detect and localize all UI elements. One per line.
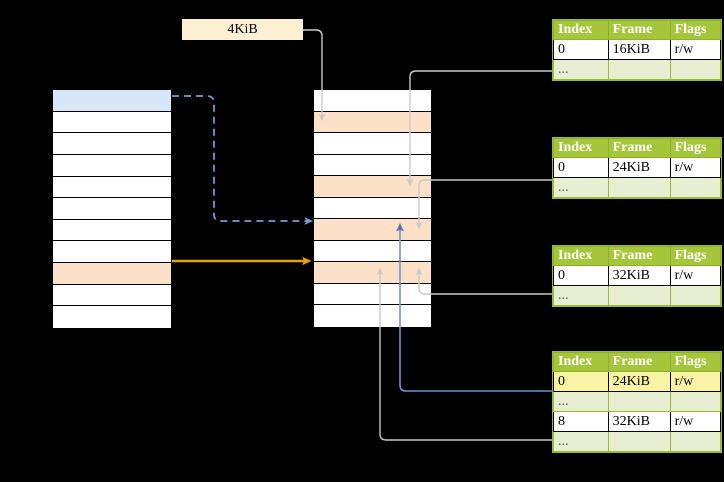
frame-column-row <box>314 154 431 177</box>
cell-flags: r/w <box>669 411 722 432</box>
frame-column-row <box>314 176 431 198</box>
cell-frame: 24KiB <box>607 371 671 392</box>
frame-column-row <box>314 262 431 284</box>
cell-flags <box>669 285 722 306</box>
column-header-index: Index <box>553 20 609 40</box>
cell-flags: r/w <box>669 265 722 286</box>
cell-index: 0 <box>553 265 609 286</box>
wire-pt3-to-frame <box>415 267 552 295</box>
cell-index: ... <box>553 59 609 80</box>
cell-frame <box>607 391 671 412</box>
frame-column-row <box>314 283 431 306</box>
table-row-ellipsis: ... <box>553 285 722 306</box>
table-row-ellipsis: ... <box>553 431 722 452</box>
wire-pt2-to-frame <box>415 179 552 230</box>
cell-flags <box>669 59 722 80</box>
column-header-flags: Flags <box>669 246 722 266</box>
cell-frame: 32KiB <box>607 411 671 432</box>
cell-index: 0 <box>553 157 609 178</box>
cell-index: ... <box>553 285 609 306</box>
cell-index: ... <box>553 391 609 412</box>
frame-column-row <box>314 90 431 112</box>
cell-index: 0 <box>553 371 609 392</box>
cell-frame: 16KiB <box>607 39 671 60</box>
cell-frame: 24KiB <box>607 157 671 178</box>
frame-column-row <box>314 133 431 155</box>
column-header-index: Index <box>553 138 609 158</box>
frame-column <box>313 89 432 328</box>
cell-flags: r/w <box>669 371 722 392</box>
physical-memory-column-row <box>53 219 171 242</box>
table-row-ellipsis: ... <box>553 59 722 80</box>
physical-memory-column-row <box>53 198 171 220</box>
physical-memory-column <box>52 89 172 329</box>
cell-flags <box>669 431 722 452</box>
cell-frame <box>607 59 671 80</box>
cell-flags <box>669 177 722 198</box>
cell-frame <box>607 177 671 198</box>
cell-flags: r/w <box>669 157 722 178</box>
physical-memory-column-row <box>53 284 171 307</box>
physical-memory-column-row <box>53 133 171 155</box>
cell-index: ... <box>553 177 609 198</box>
frame-column-row <box>314 240 431 263</box>
column-header-index: Index <box>553 246 609 266</box>
cell-flags <box>669 391 722 412</box>
size-label-4kib: 4KiB <box>182 19 303 40</box>
physical-memory-column-row <box>53 263 171 285</box>
column-header-flags: Flags <box>669 20 722 40</box>
column-header-frame: Frame <box>607 20 671 40</box>
cell-frame <box>607 431 671 452</box>
cell-flags: r/w <box>669 39 722 60</box>
cell-frame <box>607 285 671 306</box>
physical-memory-column-row <box>53 176 171 199</box>
physical-memory-column-row <box>53 241 171 263</box>
column-header-frame: Frame <box>607 352 671 372</box>
column-header-frame: Frame <box>607 138 671 158</box>
frame-column-row <box>314 219 431 241</box>
cell-index: ... <box>553 431 609 452</box>
physical-memory-column-row <box>53 306 171 328</box>
column-header-index: Index <box>553 352 609 372</box>
cell-index: 8 <box>553 411 609 432</box>
wire-left-blue-to-frame <box>172 95 314 225</box>
physical-memory-column-row <box>53 154 171 177</box>
table-row-ellipsis: ... <box>553 391 722 412</box>
frame-column-row <box>314 305 431 327</box>
physical-memory-column-row <box>53 111 171 134</box>
physical-memory-column-row <box>53 90 171 112</box>
frame-column-row <box>314 111 431 134</box>
column-header-flags: Flags <box>669 352 722 372</box>
cell-frame: 32KiB <box>607 265 671 286</box>
column-header-frame: Frame <box>607 246 671 266</box>
table-row-ellipsis: ... <box>553 177 722 198</box>
cell-index: 0 <box>553 39 609 60</box>
frame-column-row <box>314 197 431 220</box>
column-header-flags: Flags <box>669 138 722 158</box>
